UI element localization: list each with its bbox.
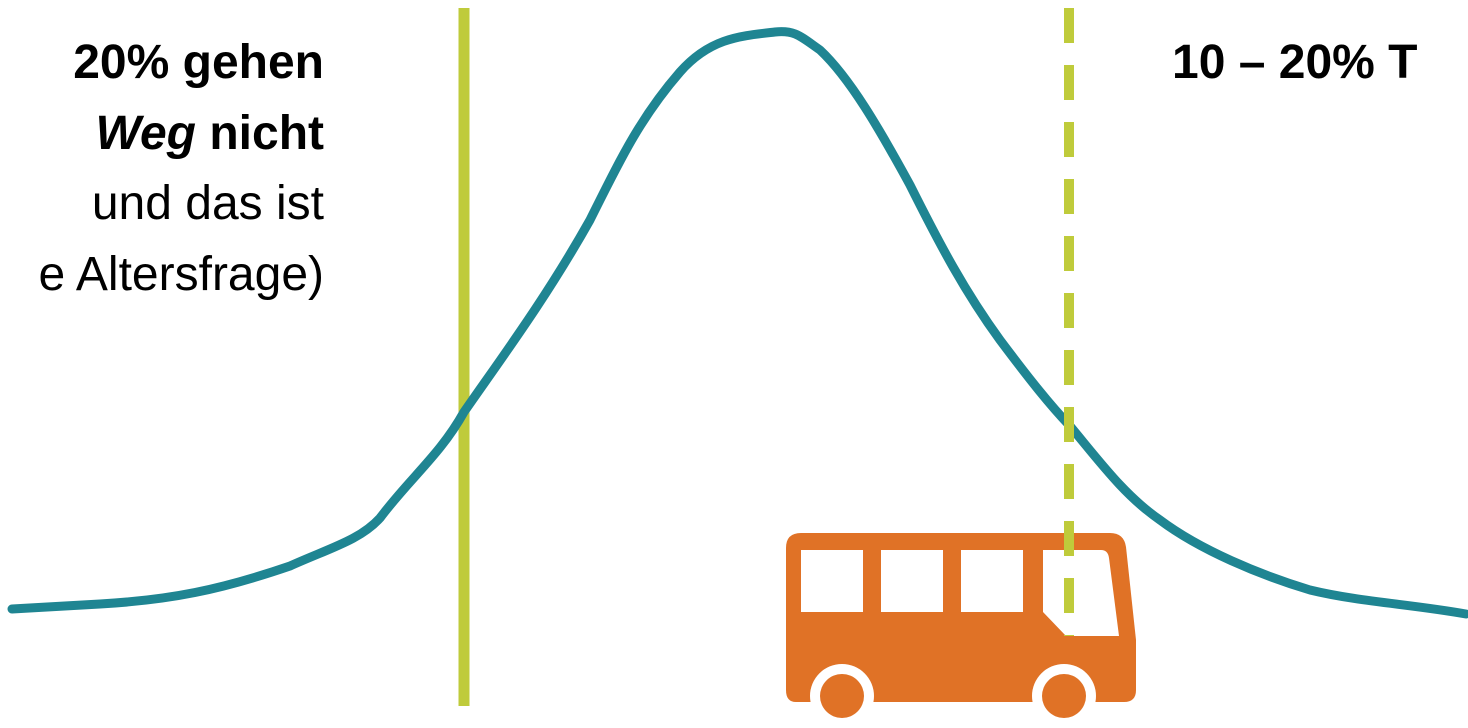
right-annotation-line1: 10 – 20% T: [1172, 36, 1418, 89]
left-annotation-line3: und das ist: [91, 177, 324, 231]
left-annotation-line2-italic: Weg: [95, 106, 196, 160]
left-annotation-line1: 20% gehen: [73, 36, 324, 89]
right-annotation: 10 – 20% T: [1172, 28, 1417, 99]
bus-icon: [786, 533, 1136, 728]
distribution-curve: [7, 27, 1468, 619]
left-annotation: 20% gehen Weg nicht und das ist e Alters…: [39, 28, 324, 310]
left-annotation-line4: e Altersfrage): [38, 247, 324, 301]
left-annotation-line2-rest: nicht: [196, 106, 324, 160]
left-annotation-line2: Weg nicht: [39, 99, 324, 170]
